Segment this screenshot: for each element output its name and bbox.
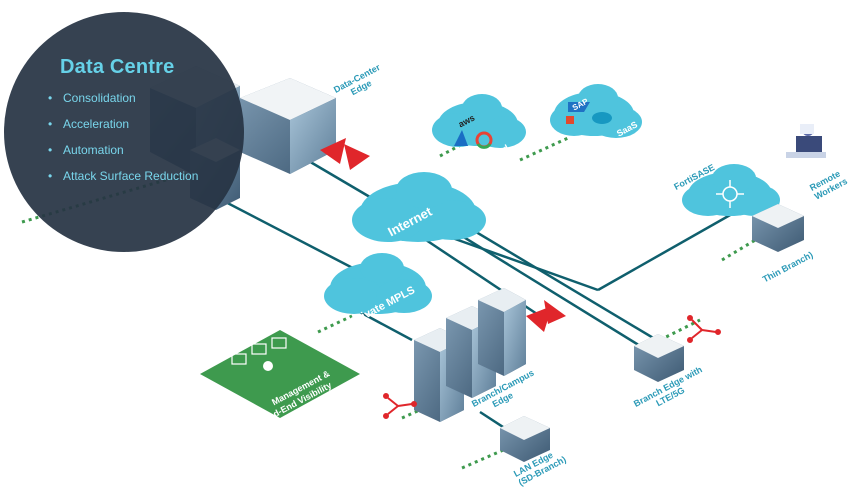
gcp-logo-icon [475,131,493,149]
fortisase-hub-icon [716,180,744,208]
node-icons [383,315,721,419]
thin-branch-building [752,204,804,252]
data-centre-title: Data Centre [60,56,175,78]
remote-worker-icon [786,124,826,158]
azure-logo-icon [454,130,468,146]
branch-edge-lte-building [634,334,684,382]
list-item: •Attack Surface Reduction [48,169,199,183]
list-item: •Automation [48,143,124,157]
firewall-markers [320,138,566,332]
fortisase-cloud [682,164,780,216]
management-panel [200,330,360,418]
internet-cloud [352,172,486,242]
lan-edge-building [500,416,550,462]
cloud-provider-cloud [432,94,526,148]
list-item: •Consolidation [48,91,136,105]
office-logo-icon [566,116,574,124]
data-centre-list: •Consolidation •Acceleration •Automation… [48,90,198,194]
list-item: •Acceleration [48,117,130,131]
data-centre-panel: Data Centre •Consolidation •Acceleration… [4,12,244,252]
branch-campus-building [414,288,526,422]
salesforce-logo-icon [592,112,612,124]
private-mpls-cloud [324,253,432,314]
sap-logo-icon [568,102,590,112]
